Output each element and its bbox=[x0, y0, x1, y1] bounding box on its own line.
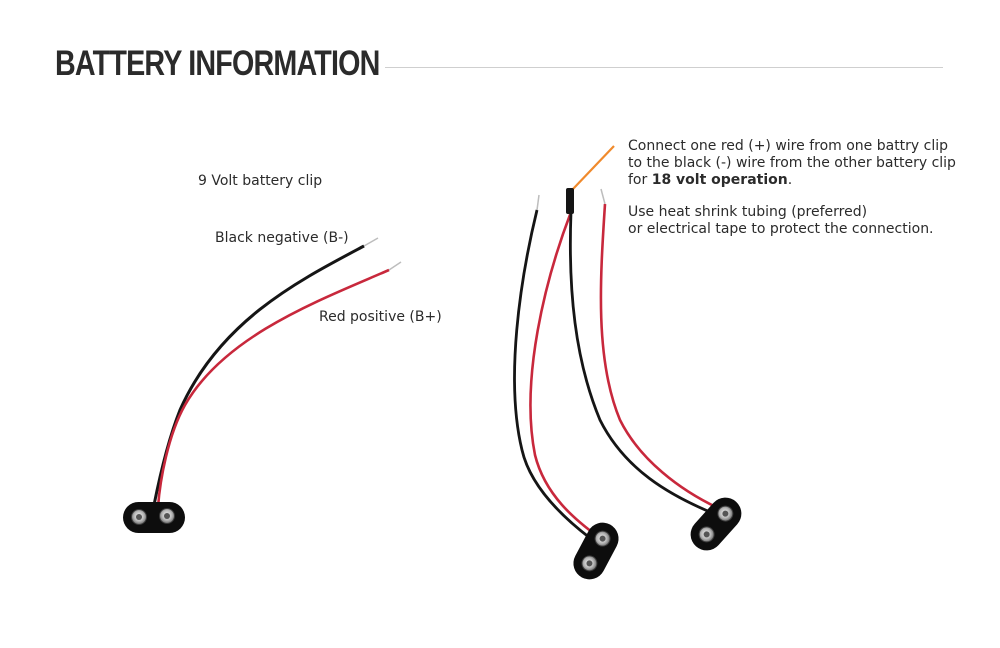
red-wire bbox=[156, 268, 390, 508]
connection-note: Connect one red (+) wire from one battry… bbox=[628, 138, 956, 189]
protection-note: Use heat shrink tubing (preferred) or el… bbox=[628, 204, 934, 238]
protection-note-line-1: Use heat shrink tubing (preferred) bbox=[628, 204, 868, 220]
single-battery-clip bbox=[123, 237, 402, 533]
red-wire bbox=[529, 211, 601, 540]
connection-note-line-3: for 18 volt operation. bbox=[628, 172, 793, 188]
red-wire-tip bbox=[388, 261, 402, 271]
series-battery-clips bbox=[513, 145, 742, 580]
red-wire-label: Red positive (B+) bbox=[319, 309, 442, 325]
voltage-emphasis: 18 volt operation bbox=[651, 172, 788, 188]
black-wire-tip bbox=[363, 237, 379, 247]
clip-label: 9 Volt battery clip bbox=[198, 173, 323, 189]
clip-body bbox=[573, 522, 619, 580]
title-divider bbox=[385, 67, 943, 68]
connection-note-line-2: to the black (-) wire from the other bat… bbox=[628, 155, 956, 171]
heat-shrink-junction bbox=[566, 188, 574, 214]
pointer-line bbox=[572, 145, 615, 190]
red-wire bbox=[599, 203, 719, 510]
page-title: BATTERY INFORMATION bbox=[55, 44, 380, 83]
protection-note-line-2: or electrical tape to protect the connec… bbox=[628, 221, 934, 237]
clip-body bbox=[690, 497, 742, 551]
black-wire-label: Black negative (B-) bbox=[215, 230, 349, 246]
connection-note-line-1: Connect one red (+) wire from one battry… bbox=[628, 138, 949, 154]
black-wire bbox=[152, 244, 365, 506]
black-wire bbox=[568, 211, 711, 514]
black-wire bbox=[513, 209, 591, 540]
